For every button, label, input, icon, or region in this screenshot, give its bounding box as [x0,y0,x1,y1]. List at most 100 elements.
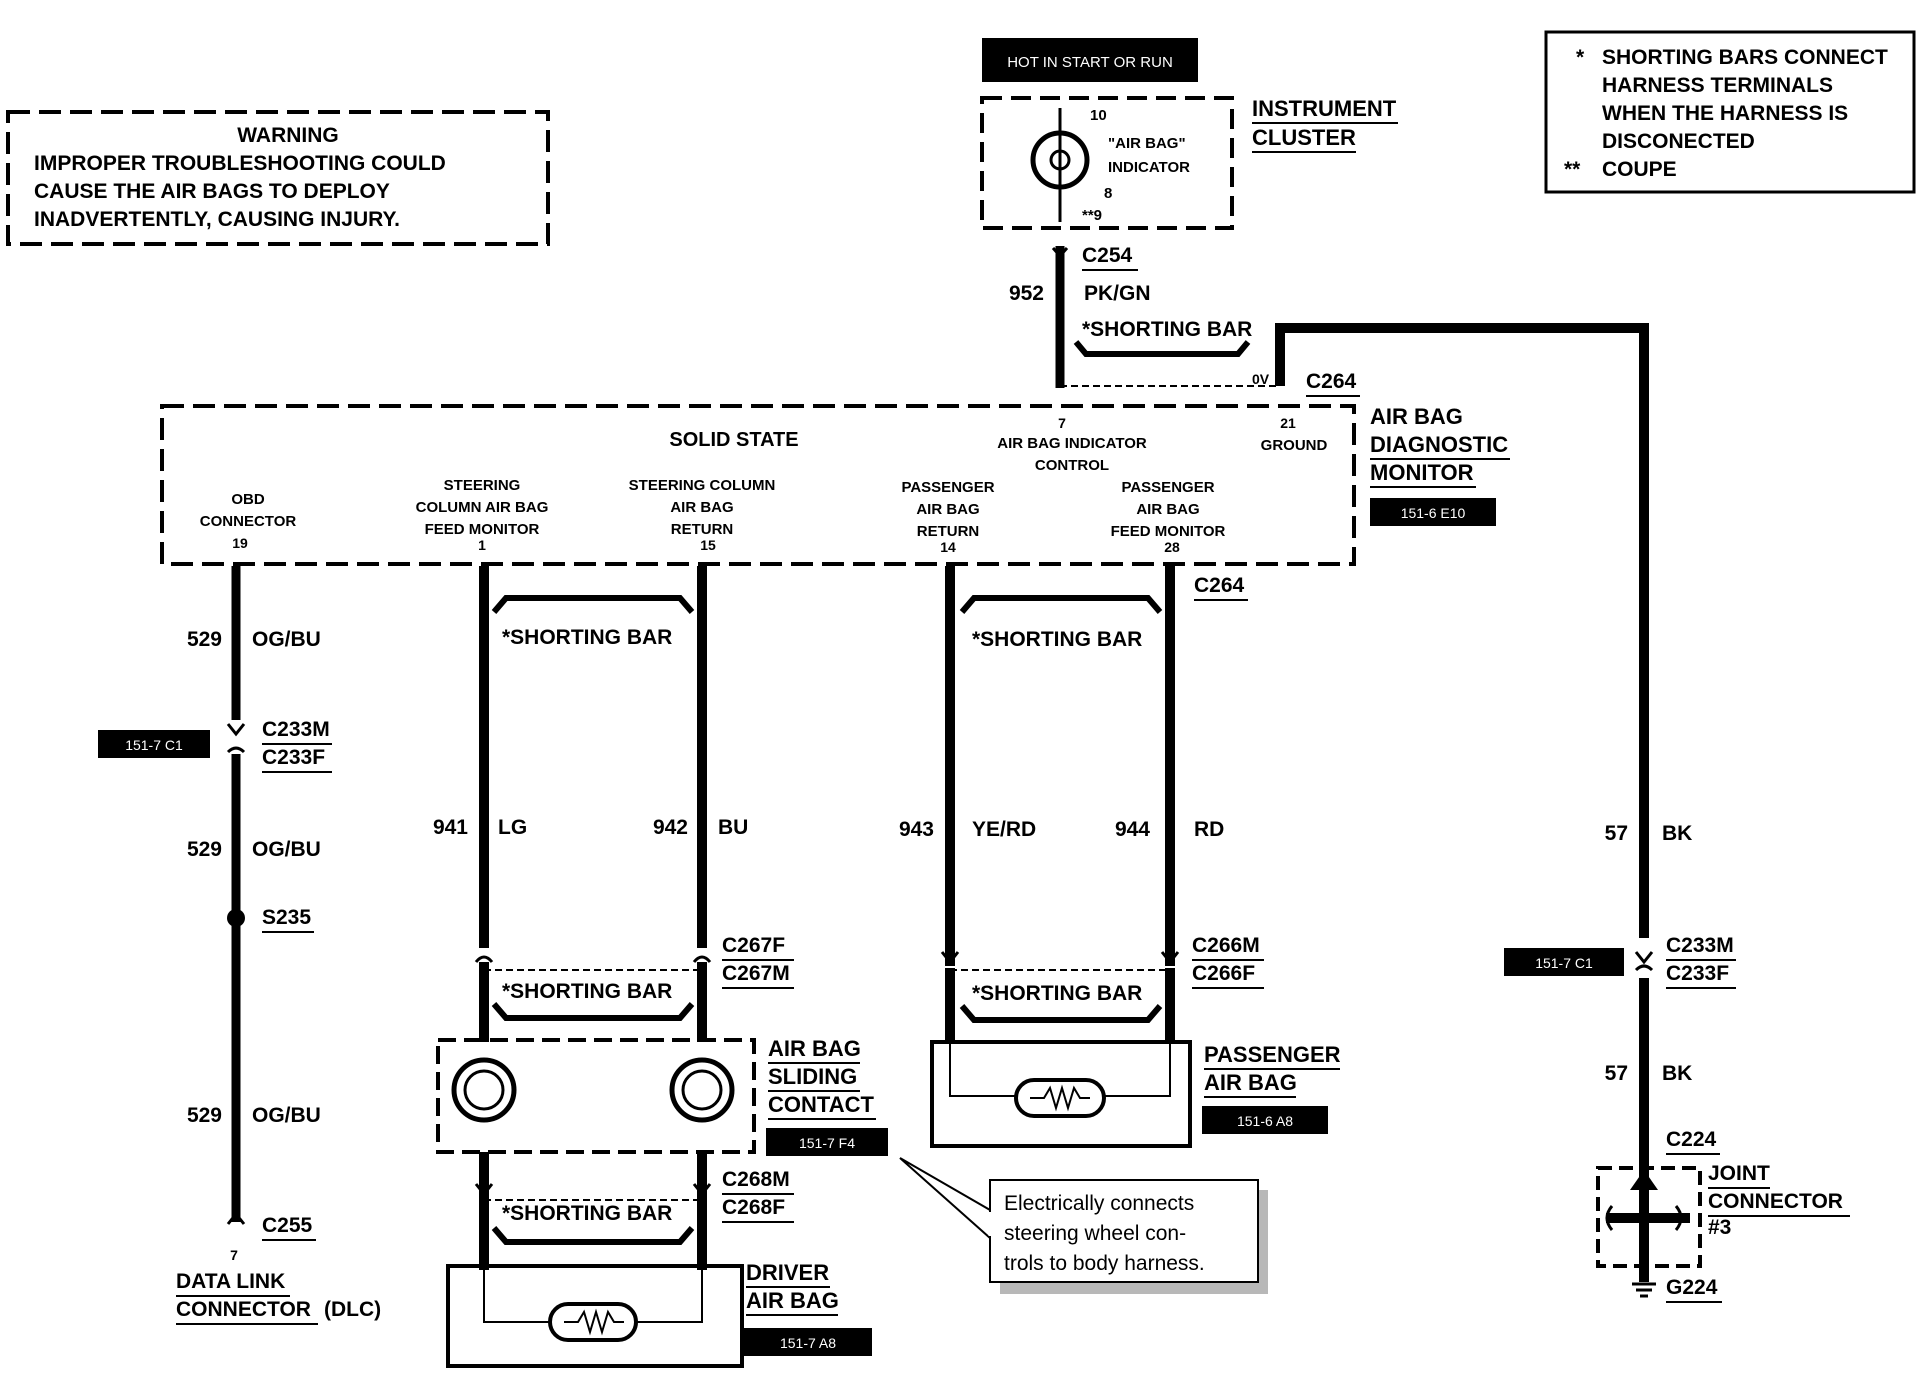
c255-label: C255 [262,1214,313,1237]
cluster-pin-9: **9 [1082,207,1102,224]
shorting-bar-driver-1 [491,595,695,614]
callout-line-1: Electrically connects [1004,1192,1194,1215]
air-bag-diagnostic-monitor: AIR BAG DIAGNOSTIC MONITOR 151-6 E10 SOL… [160,404,1510,566]
wire-529-color-2: OG/BU [252,838,321,861]
scfm-label-1: STEERING [444,477,521,494]
ground-c233m: C233M [1666,934,1734,957]
note-line-4: DISCONECTED [1602,130,1755,153]
scr-label-2: AIR BAG [670,499,733,516]
wire-952-color: PK/GN [1084,282,1151,305]
pin-7-number: 7 [1058,415,1066,431]
joint-name-2: CONNECTOR [1708,1190,1843,1213]
obd-c233m: C233M [262,718,330,741]
wire-529-color-1: OG/BU [252,628,321,651]
solid-state-label: SOLID STATE [669,429,798,451]
wire-529-number-3: 529 [187,1104,222,1127]
sliding-contact-coil-left-icon [451,1057,517,1123]
pin-21-number: 21 [1280,415,1296,431]
shorting-bar-driver-2-label: *SHORTING BAR [502,980,672,1003]
wire-529-number-1: 529 [187,628,222,651]
c267m-label: C267M [722,962,790,985]
callout-line-2: steering wheel con- [1004,1222,1186,1245]
shorting-bar-driver-3 [491,1226,695,1245]
warning-line-2: CAUSE THE AIR BAGS TO DEPLOY [34,180,390,203]
c264-top-label: C264 [1306,370,1357,393]
c268f-label: C268F [722,1196,785,1219]
c266f-label: C266F [1192,962,1255,985]
zero-volt-label: 0V [1252,371,1270,387]
pafm-label-2: AIR BAG [1136,501,1199,518]
note-mark-2: ** [1564,158,1581,181]
wire-944-color: RD [1194,818,1224,841]
dlc-name-3: (DLC) [324,1298,381,1321]
ground-icon [1632,1282,1656,1298]
warning-line-3: INADVERTENTLY, CAUSING INJURY. [34,208,400,231]
note-mark-1: * [1576,46,1585,69]
par-label-2: AIR BAG [916,501,979,518]
pafm-pin-28: 28 [1164,539,1180,555]
passenger-ref: 151-6 A8 [1237,1113,1293,1129]
wire-57-number-2: 57 [1605,1062,1628,1085]
wire-942-color: BU [718,816,748,839]
obd-label-1: OBD [231,491,265,508]
s235-label: S235 [262,906,311,929]
obd-pin-19: 19 [232,535,248,551]
dlc-pin-7: 7 [230,1247,238,1263]
cluster-pin-10: 10 [1090,107,1107,124]
joint-name-3: #3 [1708,1216,1731,1239]
c224-label: C224 [1666,1128,1717,1151]
note-line-1: SHORTING BARS CONNECT [1602,46,1888,69]
c266m-label: C266M [1192,934,1260,957]
par-label-3: RETURN [917,523,980,540]
wire-529-number-2: 529 [187,838,222,861]
par-label-1: PASSENGER [901,479,994,496]
shorting-bar-driver-1-label: *SHORTING BAR [502,626,672,649]
sliding-contact-coil-right-icon [669,1057,735,1123]
instrument-cluster: HOT IN START OR RUN 10 "AIR BAG" INDICAT… [980,38,1398,230]
wire-57-color-1: BK [1662,822,1692,845]
indicator-label-2: INDICATOR [1108,159,1190,176]
passenger-air-bag [930,1040,1192,1148]
wire-529-color-3: OG/BU [252,1104,321,1127]
shorting-bar-passenger-2 [959,1004,1163,1023]
sliding-name-3: CONTACT [768,1092,874,1117]
warning-line-1: IMPROPER TROUBLESHOOTING COULD [34,152,446,175]
wire-943-number: 943 [899,818,934,841]
scr-label-1: STEERING COLUMN [629,477,776,494]
wire-942-number: 942 [653,816,688,839]
note-line-5: COUPE [1602,158,1677,181]
dlc-name-1: DATA LINK [176,1270,285,1293]
scr-label-3: RETURN [671,521,734,538]
obd-circuit: 529 OG/BU 151-7 C1 C233M C233F 529 OG/BU… [98,566,381,1325]
pin-7-label-2: CONTROL [1035,457,1109,474]
driver-air-bag [446,1264,744,1368]
driver-name-2: AIR BAG [746,1288,839,1313]
wire-57-color-2: BK [1662,1062,1692,1085]
sliding-ref: 151-7 F4 [799,1135,855,1151]
pafm-label-1: PASSENGER [1121,479,1214,496]
pin-7-label-1: AIR BAG INDICATOR [997,435,1147,452]
wire-952-number: 952 [1009,282,1044,305]
shorting-bar-top [1073,340,1251,357]
notes-box: * SHORTING BARS CONNECT HARNESS TERMINAL… [1544,30,1916,194]
shorting-bar-passenger-2-label: *SHORTING BAR [972,982,1142,1005]
driver-ref: 151-7 A8 [780,1335,836,1351]
module-ref: 151-6 E10 [1401,505,1466,521]
hot-in-start-label: HOT IN START OR RUN [1007,54,1173,71]
obd-c233f: C233F [262,746,325,769]
warning-title: WARNING [237,124,339,147]
scfm-label-2: COLUMN AIR BAG [416,499,549,516]
passenger-name-1: PASSENGER [1204,1042,1341,1067]
passenger-circuit: C264 *SHORTING BAR 943 YE/RD 944 RD C266… [899,566,1341,1148]
shorting-bar-driver-2 [491,1002,695,1021]
shorting-bar-driver-3-label: *SHORTING BAR [502,1202,672,1225]
sliding-name-2: SLIDING [768,1064,857,1089]
c267f-label: C267F [722,934,785,957]
driver-name-1: DRIVER [746,1260,829,1285]
ground-ref: 151-7 C1 [1535,955,1593,971]
note-line-2: HARNESS TERMINALS [1602,74,1833,97]
note-line-3: WHEN THE HARNESS IS [1602,102,1848,125]
sliding-contact [436,1038,756,1154]
indicator-label-1: "AIR BAG" [1108,135,1186,152]
